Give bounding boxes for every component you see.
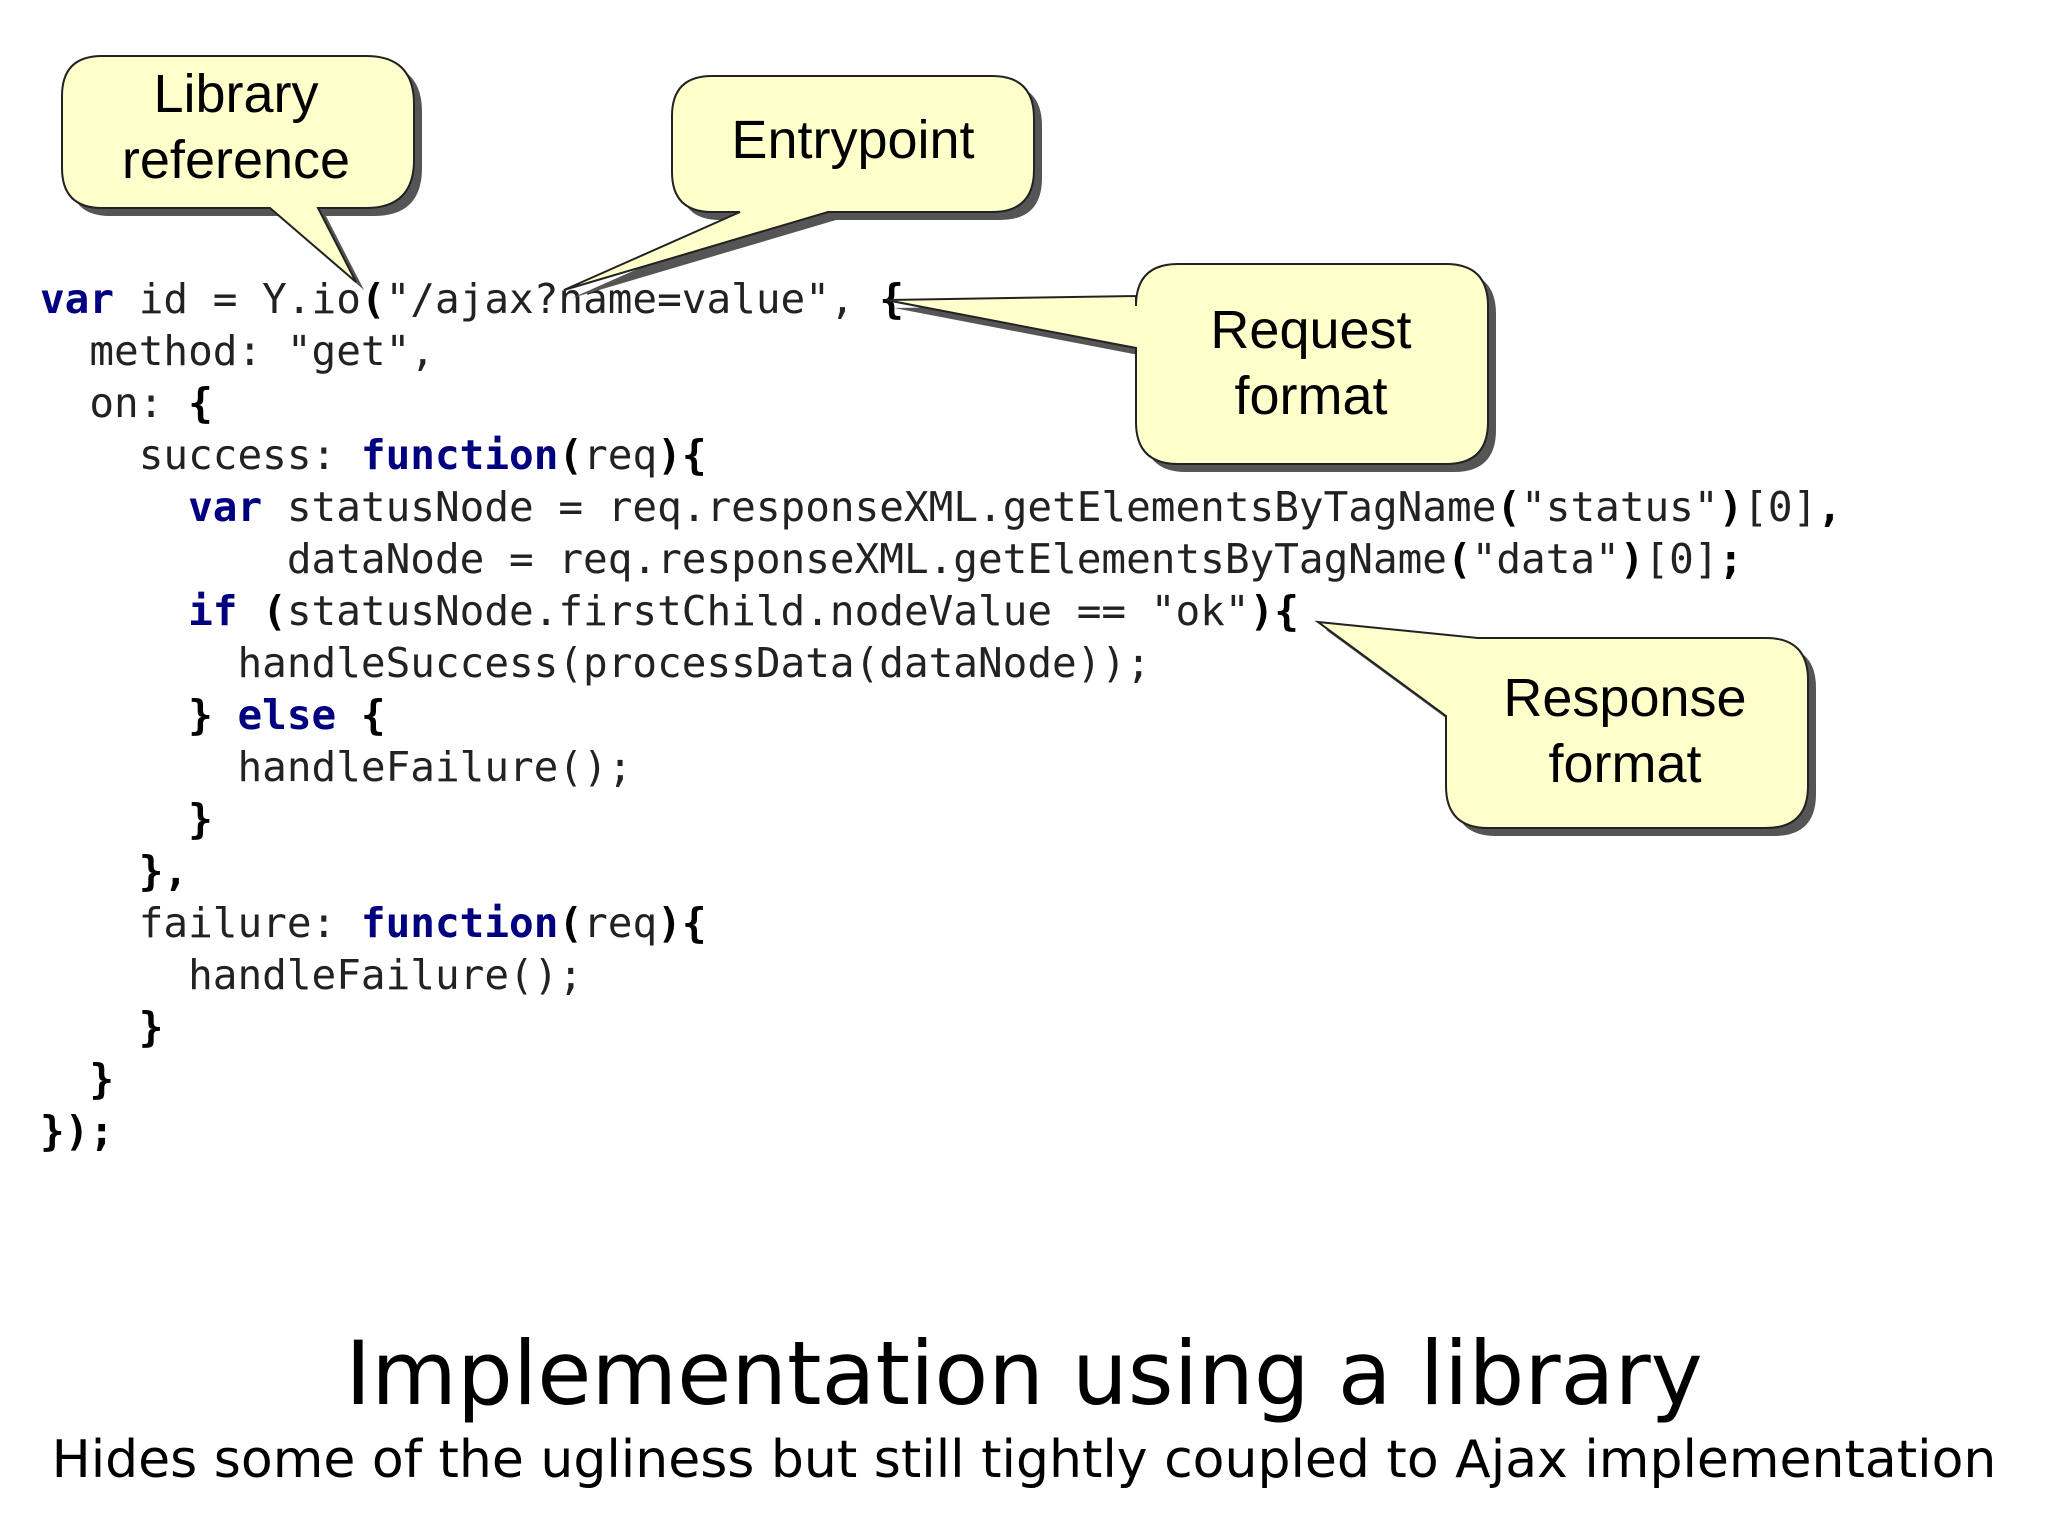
code-token: ,	[1817, 483, 1842, 531]
callout-entrypoint-label: Entrypoint	[731, 110, 975, 170]
code-token	[40, 1055, 89, 1103]
code-token: req	[583, 899, 658, 947]
code-token	[40, 847, 139, 895]
code-token: (	[558, 899, 584, 947]
code-token: "data"	[1471, 535, 1620, 583]
code-line: }	[40, 1053, 1842, 1105]
code-token: "/ajax?name=value",	[385, 275, 880, 323]
code-token: },	[138, 847, 189, 895]
code-token: )	[1619, 535, 1645, 583]
code-token: success:	[40, 431, 361, 479]
code-token: method: "get",	[40, 327, 435, 375]
slide-title: Implementation using a library	[345, 1322, 1703, 1425]
code-token: (	[360, 275, 386, 323]
code-token: });	[40, 1107, 115, 1155]
code-token	[213, 691, 238, 739]
code-token: ){	[657, 431, 707, 479]
code-line: });	[40, 1105, 1842, 1157]
code-line: }	[40, 793, 1842, 845]
code-line: success: function(req){	[40, 429, 1842, 481]
code-line: handleFailure();	[40, 741, 1842, 793]
code-block: var id = Y.io("/ajax?name=value", { meth…	[40, 273, 1842, 1157]
code-token: on:	[40, 379, 189, 427]
code-line: } else {	[40, 689, 1842, 741]
code-line: if (statusNode.firstChild.nodeValue == "…	[40, 585, 1842, 637]
code-keyword: if	[188, 587, 238, 635]
code-token: statusNode.firstChild.nodeValue == "ok"	[286, 587, 1250, 635]
code-token: [0]	[1743, 483, 1818, 531]
code-line: dataNode = req.responseXML.getElementsBy…	[40, 533, 1842, 585]
code-token	[40, 691, 188, 739]
code-line: handleFailure();	[40, 949, 1842, 1001]
code-token: (	[1447, 535, 1472, 583]
code-token: }	[188, 795, 213, 843]
code-token: }	[89, 1055, 115, 1103]
code-line: }	[40, 1001, 1842, 1053]
code-token: failure:	[40, 899, 361, 947]
code-token	[40, 1003, 139, 1051]
code-token: (	[558, 431, 584, 479]
code-token: )	[1718, 483, 1744, 531]
code-token: ;	[1718, 535, 1744, 583]
code-keyword: function	[360, 899, 559, 947]
callout-response-label: Response format	[1503, 668, 1747, 794]
code-line: failure: function(req){	[40, 897, 1842, 949]
code-token: {	[360, 691, 386, 739]
code-token: handleSuccess(processData(dataNode));	[40, 639, 1151, 687]
code-token: (	[1496, 483, 1522, 531]
callout-request-label: Request format	[1210, 300, 1412, 426]
code-token: "status"	[1521, 483, 1719, 531]
callout-library-label: Library reference	[121, 64, 351, 190]
code-keyword: var	[40, 275, 115, 323]
code-token	[237, 587, 262, 635]
code-token: {	[188, 379, 213, 427]
code-token: dataNode = req.responseXML.getElementsBy…	[40, 535, 1447, 583]
code-token: statusNode = req.responseXML.getElements…	[262, 483, 1497, 531]
code-line: method: "get",	[40, 325, 1842, 377]
code-line: },	[40, 845, 1842, 897]
code-line: var statusNode = req.responseXML.getElem…	[40, 481, 1842, 533]
slide-subtitle: Hides some of the ugliness but still tig…	[51, 1430, 1997, 1490]
code-token	[40, 795, 188, 843]
code-line: var id = Y.io("/ajax?name=value", {	[40, 273, 1842, 325]
code-token: [0]	[1644, 535, 1719, 583]
code-token: ){	[1249, 587, 1299, 635]
code-token: handleFailure();	[40, 743, 633, 791]
code-token: ){	[657, 899, 707, 947]
code-token	[336, 691, 361, 739]
code-line: on: {	[40, 377, 1842, 429]
code-token: handleFailure();	[40, 951, 584, 999]
code-token	[40, 587, 188, 635]
code-token: req	[583, 431, 658, 479]
code-token	[40, 483, 188, 531]
code-keyword: var	[188, 483, 263, 531]
code-keyword: else	[237, 691, 337, 739]
code-keyword: function	[360, 431, 559, 479]
code-token: }	[138, 1003, 164, 1051]
code-token: }	[188, 691, 213, 739]
code-token: (	[262, 587, 287, 635]
code-token: id = Y.io	[114, 275, 361, 323]
code-token: {	[879, 275, 904, 323]
code-line: handleSuccess(processData(dataNode));	[40, 637, 1842, 689]
